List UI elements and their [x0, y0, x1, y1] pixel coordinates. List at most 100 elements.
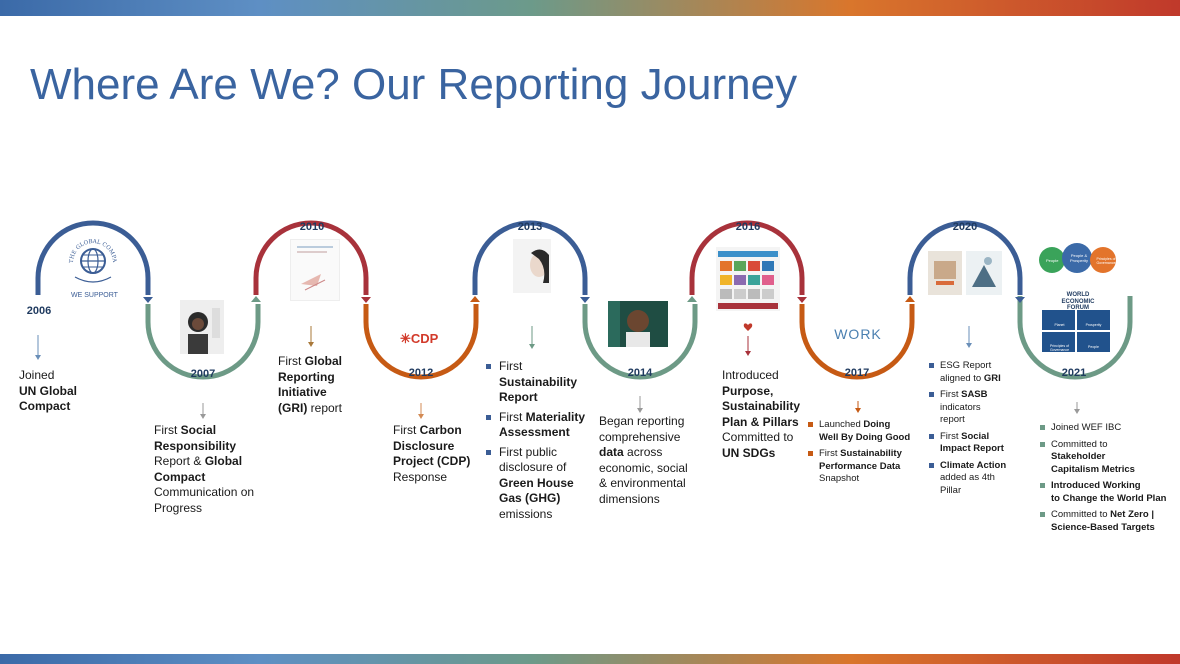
desc-text: First: [278, 354, 305, 368]
bullet-square-icon: [929, 363, 934, 368]
bullet-text: added as 4th: [940, 472, 995, 483]
desc-text: economic, social: [599, 460, 688, 475]
bullet-text: Materiality: [525, 409, 586, 424]
global-compact-logo: THE GLOBAL COMPACT: [61, 233, 117, 283]
desc-text: data: [599, 445, 624, 459]
bullet-text: First public: [499, 444, 558, 459]
cdp-logo-text: CDP: [410, 331, 439, 346]
desc-text: Compact: [19, 399, 71, 413]
desc-line: & environmental: [599, 476, 688, 492]
wef-title: WORLD ECONOMIC FORUM: [1061, 292, 1095, 311]
arch-2010: [253, 220, 369, 295]
bullet-text: Joined WEF IBC: [1051, 422, 1122, 433]
desc-line: economic, social: [599, 461, 688, 477]
bullet-text: Capitalism Metrics: [1051, 463, 1135, 475]
photo-2010-report: [290, 239, 340, 301]
page-title: Where Are We? Our Reporting Journey: [30, 60, 798, 109]
arch-2014: [582, 304, 698, 380]
desc-line: Purpose,: [722, 384, 800, 400]
desc-line: (GRI) report: [278, 401, 342, 417]
desc-line: Committed to: [722, 430, 800, 446]
desc-line: Disclosure: [393, 439, 470, 455]
desc-line: Responsibility: [154, 439, 254, 455]
desc-text: Reporting: [278, 369, 335, 384]
wef-circles: [1036, 242, 1120, 276]
bullet-square-icon: [929, 462, 934, 468]
desc-line: Compact: [154, 470, 254, 486]
desc-line: data across: [599, 445, 688, 461]
bullet-text: Committed to: [1051, 509, 1111, 520]
bullet-text: Stakeholder: [1051, 451, 1106, 462]
wef-circle-label-2: People & Prosperity: [1069, 253, 1088, 263]
bullet-item: Committed to Net Zero |Science-Based Tar…: [1040, 509, 1166, 534]
wef-tile-label-2: Prosperity: [1085, 323, 1102, 327]
arch-2016: [689, 220, 805, 295]
year-2012: 2012: [408, 367, 434, 379]
work-logo-text: WORK: [834, 326, 882, 342]
bullet-text: Launched: [819, 419, 864, 430]
desc-text: Progress: [154, 500, 203, 515]
desc-text: UN SDGs: [722, 445, 776, 460]
arch-2006: [35, 220, 151, 295]
bullet-text: Science-Based Targets: [1051, 521, 1155, 533]
bullet-text: indicators: [940, 401, 981, 413]
year-2017: 2017: [844, 367, 870, 379]
desc-text: Introduced: [722, 368, 779, 382]
photo-2016-report: [716, 247, 780, 311]
desc-line: Sustainability: [722, 399, 800, 415]
desc-line: Progress: [154, 501, 254, 517]
bullet-text: Social: [961, 430, 990, 442]
bullet-text: First: [499, 359, 523, 373]
bullet-text: Pillar: [940, 484, 962, 496]
year-2013: 2013: [517, 221, 543, 233]
desc-line: Response: [393, 470, 470, 486]
desc-line: First Global: [278, 354, 342, 370]
desc-text: Initiative: [278, 385, 327, 399]
bullet-text: Net Zero |: [1110, 509, 1154, 520]
bullet-square-icon: [1040, 425, 1045, 430]
desc-text: Carbon: [419, 423, 462, 437]
arch-2020: [907, 220, 1023, 295]
desc-line: Compact: [19, 399, 77, 415]
year-2007: 2007: [190, 368, 216, 380]
desc-text: Compact: [154, 469, 206, 484]
desc-text: dimensions: [599, 491, 660, 506]
bullet-text: Gas (GHG): [499, 491, 561, 505]
desc-text: (GRI): [278, 400, 308, 415]
bullet-text: aligned to: [940, 372, 984, 384]
wef-circle-label-1: People: [1046, 258, 1059, 263]
bullet-text: to Change the World Plan: [1051, 492, 1167, 504]
arch-2012: [363, 304, 479, 380]
bullet-text: First: [940, 430, 962, 442]
bullet-text: Green House: [499, 475, 574, 490]
photo-2013-portrait: [513, 239, 551, 293]
global-compact-ring-text: THE GLOBAL COMPACT: [61, 233, 117, 264]
year-2006: 2006: [26, 305, 52, 317]
desc-line: First Social: [154, 423, 254, 439]
bullet-square-icon: [1040, 483, 1045, 488]
desc-text: UN Global: [19, 383, 78, 398]
desc-line: Project (CDP): [393, 454, 470, 470]
photo-2020-reports: [928, 251, 1004, 297]
we-support-text: WE SUPPORT: [71, 292, 118, 299]
bullet-square-icon: [808, 422, 813, 427]
desc-line: UN SDGs: [722, 446, 800, 462]
top-gradient-bar: [0, 0, 1180, 16]
desc-line: First Carbon: [393, 423, 470, 439]
desc-text: Joined: [19, 368, 55, 382]
desc-text: Report &: [154, 454, 205, 468]
bullet-text: disclosure of: [499, 460, 567, 474]
desc-line: Joined: [19, 368, 77, 384]
wef-circle-label-3: Principles of Governance: [1096, 257, 1116, 265]
arch-2021: [1017, 296, 1133, 380]
